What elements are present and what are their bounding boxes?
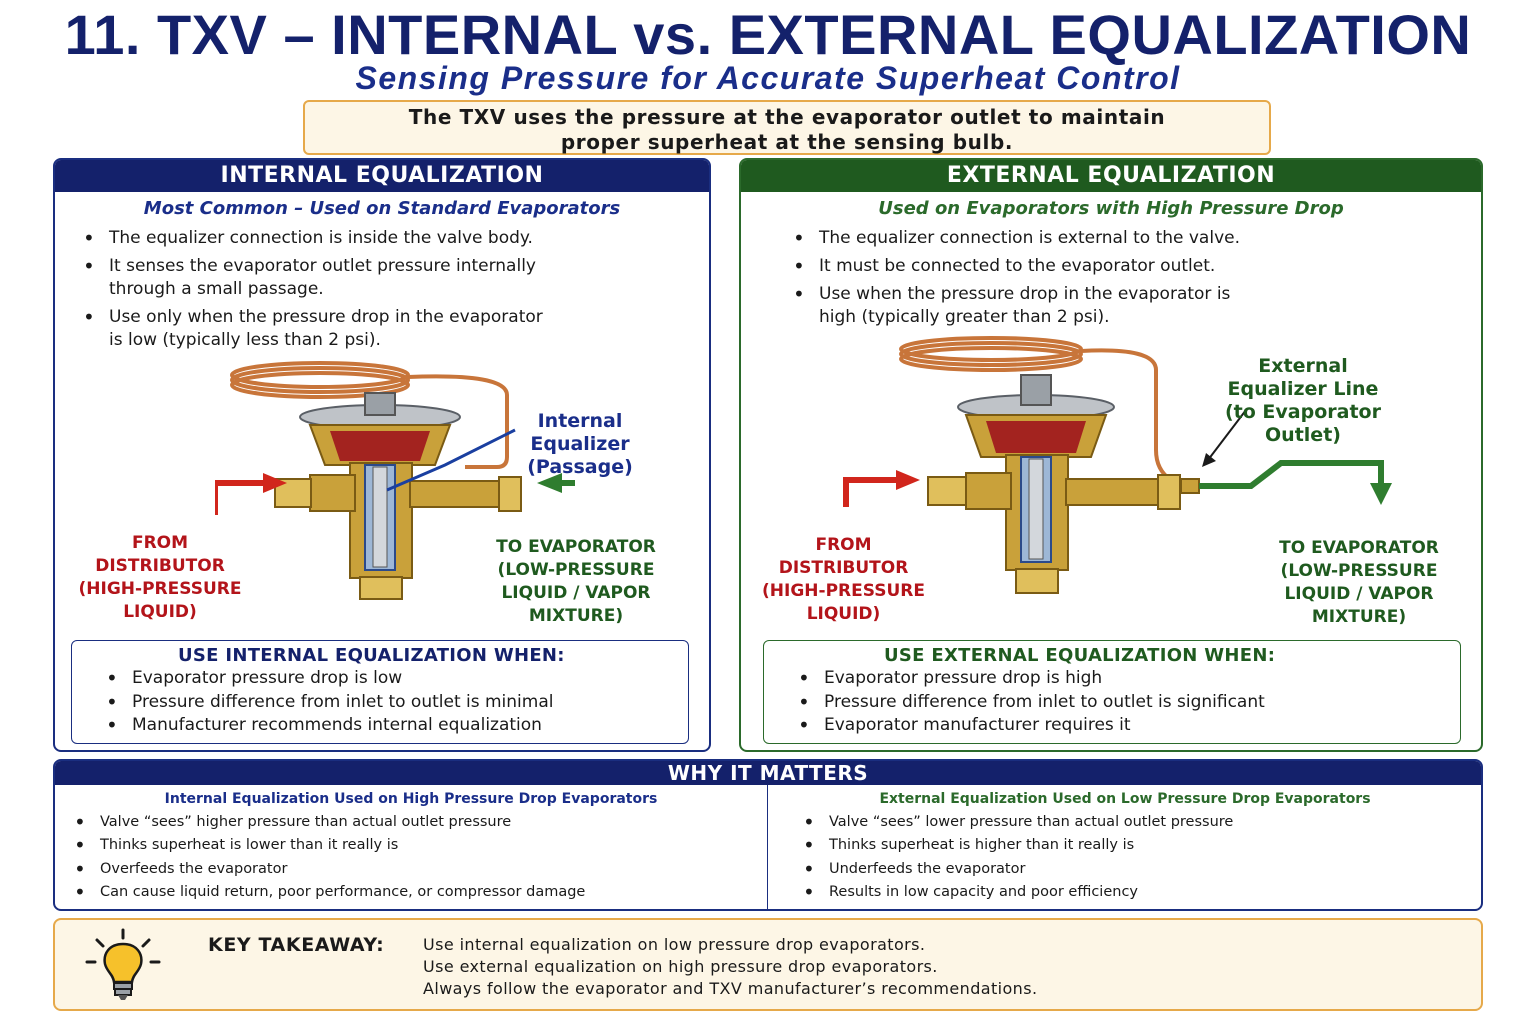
label-line: Equalizer Line bbox=[1227, 378, 1379, 400]
intro-line: The TXV uses the pressure at the evapora… bbox=[408, 105, 1166, 129]
label-line: Outlet) bbox=[1265, 424, 1341, 446]
list-item: It must be connected to the evaporator o… bbox=[789, 255, 1439, 278]
green-arrow-icon bbox=[1199, 460, 1384, 489]
label-line: (LOW-PRESSURE bbox=[1280, 561, 1438, 581]
list-item: Use only when the pressure drop in the e… bbox=[79, 306, 679, 352]
line: through a small passage. bbox=[109, 279, 324, 299]
external-panel: EXTERNAL EQUALIZATION Used on Evaporator… bbox=[739, 158, 1483, 752]
label-line: LIQUID) bbox=[806, 604, 881, 624]
list-item: Can cause liquid return, poor performanc… bbox=[70, 881, 767, 905]
why-right-subheading: External Equalization Used on Low Pressu… bbox=[879, 791, 1371, 807]
label-line: LIQUID / VAPOR bbox=[1284, 584, 1434, 604]
list-item: Underfeeds the evaporator bbox=[799, 858, 1481, 882]
list-item: Manufacturer recommends internal equaliz… bbox=[102, 714, 688, 738]
internal-equalizer-label: Internal Equalizer (Passage) bbox=[520, 410, 640, 479]
label-line: FROM bbox=[131, 533, 189, 553]
key-takeaway-title: KEY TAKEAWAY: bbox=[208, 934, 385, 956]
line: It must be connected to the evaporator o… bbox=[819, 256, 1216, 276]
label-line: LIQUID) bbox=[123, 602, 197, 622]
label-line: DISTRIBUTOR bbox=[95, 556, 225, 576]
label-line: MIXTURE) bbox=[1311, 607, 1407, 627]
list-item: Evaporator pressure drop is high bbox=[794, 667, 1460, 691]
list-item: Pressure difference from inlet to outlet… bbox=[102, 691, 688, 715]
capillary-coil-icon bbox=[230, 361, 509, 469]
why-heading: WHY IT MATTERS bbox=[55, 761, 1481, 785]
page-title: 11. TXV – INTERNAL vs. EXTERNAL EQUALIZA… bbox=[64, 3, 1472, 66]
list-item: Valve “sees” higher pressure than actual… bbox=[70, 811, 767, 835]
external-txv-illustration bbox=[843, 336, 1392, 594]
label-line: TO EVAPORATOR bbox=[1279, 538, 1439, 558]
external-subheading: Used on Evaporators with High Pressure D… bbox=[878, 198, 1344, 219]
list-item: Pressure difference from inlet to outlet… bbox=[794, 691, 1460, 715]
line: high (typically greater than 2 psi). bbox=[819, 307, 1110, 327]
label-line: (HIGH-PRESSURE bbox=[762, 581, 925, 601]
use-when-heading: USE INTERNAL EQUALIZATION WHEN: bbox=[178, 645, 565, 666]
line: The equalizer connection is inside the v… bbox=[109, 228, 533, 248]
internal-from-label: FROM DISTRIBUTOR (HIGH-PRESSURE LIQUID) bbox=[75, 532, 245, 624]
list-item: Overfeeds the evaporator bbox=[70, 858, 767, 882]
green-arrow-icon bbox=[560, 480, 575, 486]
line: It senses the evaporator outlet pressure… bbox=[109, 256, 536, 276]
list-item: The equalizer connection is external to … bbox=[789, 227, 1439, 250]
label-line: (to Evaporator bbox=[1225, 401, 1381, 423]
page-subtitle: Sensing Pressure for Accurate Superheat … bbox=[355, 60, 1181, 96]
external-use-when-box: USE EXTERNAL EQUALIZATION WHEN: Evaporat… bbox=[763, 640, 1461, 744]
internal-subheading: Most Common – Used on Standard Evaporato… bbox=[143, 198, 621, 219]
external-from-label: FROM DISTRIBUTOR (HIGH-PRESSURE LIQUID) bbox=[761, 534, 926, 626]
label-line: TO EVAPORATOR bbox=[496, 537, 656, 557]
label-line: DISTRIBUTOR bbox=[778, 558, 909, 578]
internal-to-label: TO EVAPORATOR (LOW-PRESSURE LIQUID / VAP… bbox=[490, 536, 662, 628]
external-heading: EXTERNAL EQUALIZATION bbox=[741, 160, 1481, 192]
key-takeaway-text: Use internal equalization on low pressur… bbox=[423, 934, 1037, 1000]
why-left-column: Internal Equalization Used on High Press… bbox=[55, 785, 768, 909]
internal-txv-illustration bbox=[215, 361, 575, 600]
label-line: (HIGH-PRESSURE bbox=[78, 579, 242, 599]
red-arrow-icon bbox=[215, 480, 265, 515]
list-item: Results in low capacity and poor efficie… bbox=[799, 881, 1481, 905]
internal-heading: INTERNAL EQUALIZATION bbox=[55, 160, 709, 192]
label-line: MIXTURE) bbox=[528, 606, 624, 626]
list-item: Use when the pressure drop in the evapor… bbox=[789, 283, 1439, 329]
intro-box: The TXV uses the pressure at the evapora… bbox=[303, 100, 1271, 155]
label-line: External bbox=[1258, 355, 1348, 377]
line: The equalizer connection is external to … bbox=[819, 228, 1240, 248]
red-arrow-icon bbox=[843, 477, 898, 507]
external-equalizer-label: External Equalizer Line (to Evaporator O… bbox=[1223, 355, 1383, 447]
label-line: (Passage) bbox=[527, 456, 633, 478]
internal-panel: INTERNAL EQUALIZATION Most Common – Used… bbox=[53, 158, 711, 752]
why-left-subheading: Internal Equalization Used on High Press… bbox=[164, 791, 658, 807]
takeaway-line: Use external equalization on high pressu… bbox=[423, 957, 938, 976]
intro-line: proper superheat at the sensing bulb. bbox=[560, 130, 1014, 154]
label-line: Equalizer bbox=[530, 433, 630, 455]
line: Use when the pressure drop in the evapor… bbox=[819, 284, 1231, 304]
line: Use only when the pressure drop in the e… bbox=[109, 307, 543, 327]
list-item: Valve “sees” lower pressure than actual … bbox=[799, 811, 1481, 835]
why-right-column: External Equalization Used on Low Pressu… bbox=[769, 785, 1481, 909]
list-item: The equalizer connection is inside the v… bbox=[79, 227, 679, 250]
internal-use-when-box: USE INTERNAL EQUALIZATION WHEN: Evaporat… bbox=[71, 640, 689, 744]
list-item: Evaporator pressure drop is low bbox=[102, 667, 688, 691]
list-item: Thinks superheat is lower than it really… bbox=[70, 834, 767, 858]
use-when-heading: USE EXTERNAL EQUALIZATION WHEN: bbox=[884, 645, 1276, 666]
label-line: FROM bbox=[815, 535, 872, 555]
line: is low (typically less than 2 psi). bbox=[109, 330, 381, 350]
external-bullets: The equalizer connection is external to … bbox=[789, 227, 1439, 334]
key-takeaway-box: KEY TAKEAWAY: Use internal equalization … bbox=[53, 918, 1483, 1011]
list-item: Evaporator manufacturer requires it bbox=[794, 714, 1460, 738]
use-when-list: Evaporator pressure drop is low Pressure… bbox=[72, 667, 688, 738]
takeaway-line: Use internal equalization on low pressur… bbox=[423, 935, 926, 954]
takeaway-line: Always follow the evaporator and TXV man… bbox=[423, 979, 1038, 998]
why-left-list: Valve “sees” higher pressure than actual… bbox=[55, 811, 767, 904]
why-right-list: Valve “sees” lower pressure than actual … bbox=[769, 811, 1481, 904]
why-it-matters-section: WHY IT MATTERS Internal Equalization Use… bbox=[53, 759, 1483, 911]
light-bulb-icon bbox=[85, 928, 161, 1000]
label-line: Internal bbox=[537, 410, 623, 432]
list-item: It senses the evaporator outlet pressure… bbox=[79, 255, 679, 301]
list-item: Thinks superheat is higher than it reall… bbox=[799, 834, 1481, 858]
internal-bullets: The equalizer connection is inside the v… bbox=[79, 227, 679, 357]
use-when-list: Evaporator pressure drop is high Pressur… bbox=[764, 667, 1460, 738]
label-line: (LOW-PRESSURE bbox=[497, 560, 655, 580]
external-to-label: TO EVAPORATOR (LOW-PRESSURE LIQUID / VAP… bbox=[1269, 537, 1449, 629]
label-line: LIQUID / VAPOR bbox=[501, 583, 651, 603]
